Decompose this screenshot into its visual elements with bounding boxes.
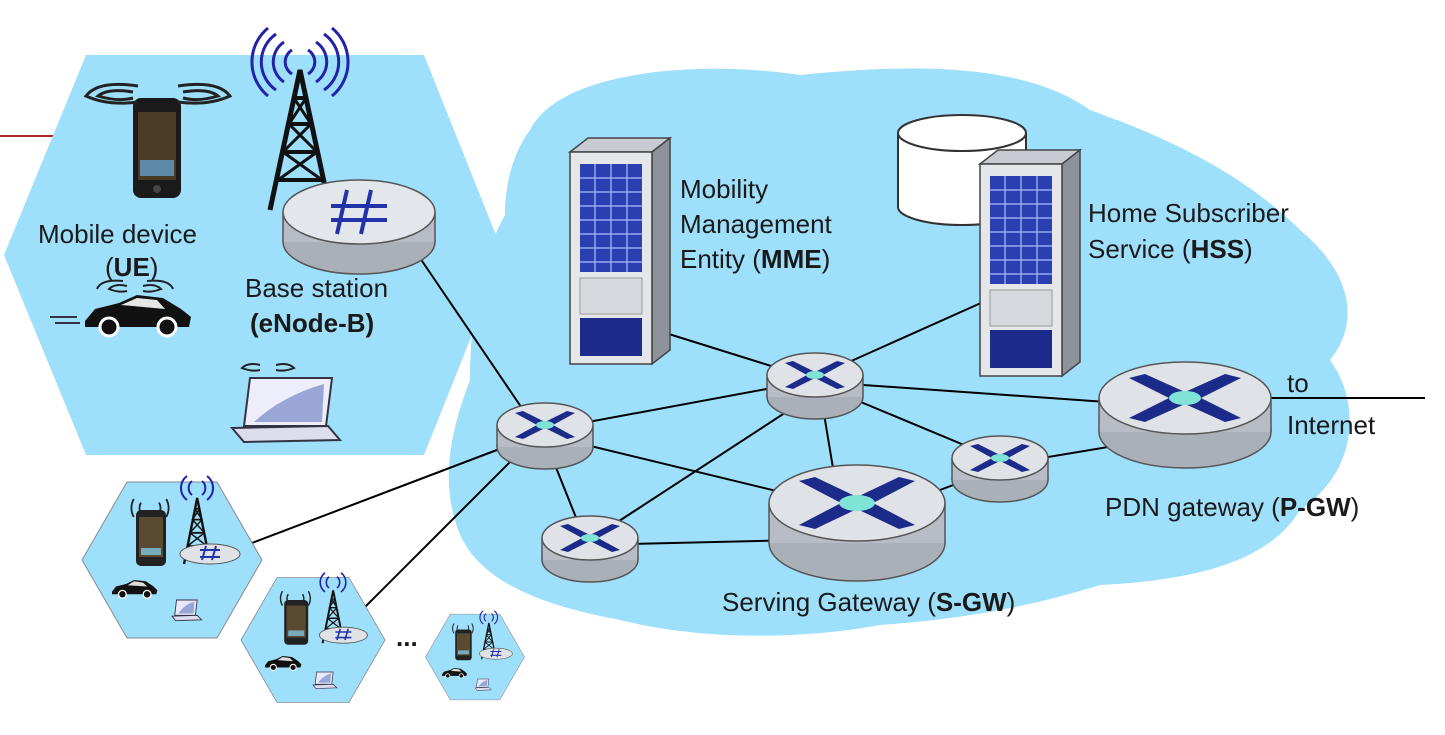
base-station-label: Base station	[245, 273, 388, 303]
pgw-label: PDN gateway (P-GW)	[1105, 492, 1359, 522]
core-network-cloud	[448, 68, 1350, 636]
phone-icon	[133, 98, 181, 198]
ellipsis-label: ...	[396, 622, 418, 652]
cell-tower-icon	[267, 69, 333, 211]
router-icon	[496, 402, 594, 470]
antenna-waves-icon	[250, 26, 350, 98]
mme-label-line2: Management	[680, 209, 833, 239]
pgw-router-icon	[1098, 361, 1272, 469]
hss-server-icon	[977, 148, 1083, 378]
internet-label: Internet	[1287, 410, 1376, 440]
mme-label-line1: Mobility	[680, 174, 768, 204]
hss-label-line2: Service (HSS)	[1088, 234, 1253, 264]
to-label: to	[1287, 368, 1309, 398]
router-icon	[951, 435, 1049, 503]
enodeb-label: (eNode-B)	[250, 308, 374, 338]
mme-server-icon	[567, 136, 673, 366]
mme-label-line3: Entity (MME)	[680, 244, 830, 274]
small-cell-3	[425, 610, 525, 701]
mobile-device-label: Mobile device	[38, 219, 197, 249]
main-cell	[4, 55, 504, 455]
car-icon	[50, 279, 191, 338]
hss-label-line1: Home Subscriber	[1088, 198, 1289, 228]
sgw-label: Serving Gateway (S-GW)	[722, 587, 1015, 617]
laptop-icon	[229, 363, 343, 444]
sgw-router-icon	[768, 464, 946, 582]
base-station-router-icon	[282, 179, 436, 275]
router-icon	[541, 515, 639, 583]
router-icon	[766, 352, 864, 420]
small-cell-1	[81, 475, 263, 639]
small-cell-2	[240, 572, 386, 703]
ue-label: (UE)	[105, 252, 158, 282]
phone-waves-icon	[83, 82, 233, 105]
